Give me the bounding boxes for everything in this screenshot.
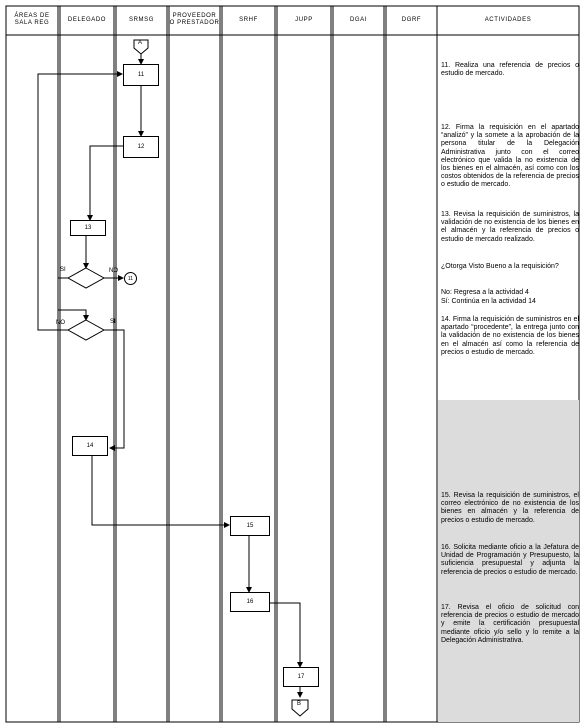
activity-17: 17. Revisa el oficio de solicitud con re… <box>441 604 579 644</box>
decision1-si-label: SI <box>60 267 66 273</box>
activity-13-si: Sí: Continúa en la actividad 14 <box>441 298 536 305</box>
col-header-dgrf: DGRF <box>401 16 422 23</box>
connector-b-label: B <box>297 701 302 707</box>
activity-14: 14. Firma la requisición de suministros … <box>441 316 579 356</box>
decision2-si-label: SI <box>110 319 116 325</box>
connector-11: 11 <box>124 272 137 285</box>
activity-13-no: No: Regresa a la actividad 4 <box>441 289 529 296</box>
step-12-box: 12 <box>123 136 159 158</box>
connector-a-label: A <box>138 40 143 46</box>
col-header-srmsg: SRMSG <box>128 16 154 23</box>
col-header-dgai: DGAI <box>349 16 368 23</box>
decision2-no-label: NO <box>56 320 65 326</box>
step-14-box: 14 <box>72 436 108 456</box>
col-header-jupp: JUPP <box>295 16 313 23</box>
col-header-actividades: ACTIVIDADES <box>484 16 532 23</box>
activity-16: 16. Solicita mediante oficio a la Jefatu… <box>441 544 579 576</box>
col-header-delegado: DELEGADO <box>67 16 107 23</box>
activity-13: 13. Revisa la requisición de suministros… <box>441 211 579 243</box>
step-16-box: 16 <box>230 592 270 612</box>
activity-13-question: ¿Otorga Visto Bueno a la requisición? <box>441 263 559 270</box>
decision1-no-label: NO <box>109 268 118 274</box>
step-17-box: 17 <box>283 667 319 687</box>
step-11-box: 11 <box>123 64 159 86</box>
activity-11: 11. Realiza una referencia de precios o … <box>441 62 579 78</box>
activity-15: 15. Revisa la requisición de suministros… <box>441 492 579 524</box>
col-header-proveedor: PROVEEDOR O PRESTADOR <box>169 13 220 26</box>
col-header-areas: ÁREAS DE SALA REG <box>14 13 50 26</box>
step-13-box: 13 <box>70 220 106 236</box>
col-header-srhf: SRHF <box>239 16 258 23</box>
step-15-box: 15 <box>230 516 270 536</box>
activity-12: 12. Firma la requisición en el apartado … <box>441 124 579 189</box>
